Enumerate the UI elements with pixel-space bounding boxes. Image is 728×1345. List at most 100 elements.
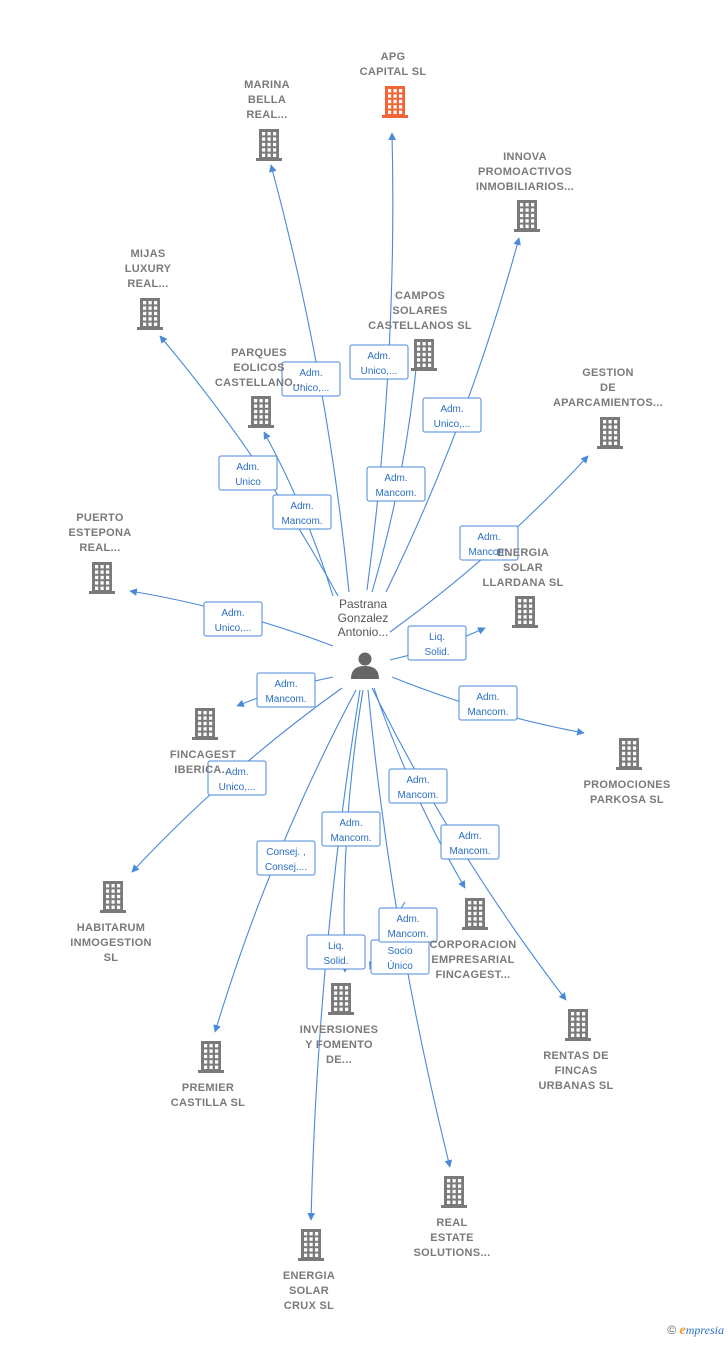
edge-label-parkosa[interactable]: Adm.Mancom. — [458, 685, 518, 721]
edge-label-text: Adm. — [477, 532, 500, 543]
building-icon — [137, 298, 163, 330]
edge-label-campos[interactable]: Adm.Mancom. — [366, 466, 426, 502]
edge-label-text: Solid. — [323, 956, 348, 967]
edge-label-premier[interactable]: Consej. , Consej.... — [256, 840, 316, 876]
company-name-line: CASTELLANOS SL — [368, 320, 472, 332]
building-icon — [565, 1009, 591, 1041]
center-label-line-1: Pastrana — [339, 597, 387, 611]
company-node-fincagest_iberica[interactable]: FINCAGESTIBERICA... — [170, 708, 236, 776]
edge-label-text: Adm. — [225, 767, 248, 778]
edge-labels-layer: Adm.Unico,...Adm.Unico,...Adm.Unico,...A… — [203, 344, 519, 975]
edge-label-text: Mancom. — [375, 488, 416, 499]
company-name-line: LLARDANA SL — [482, 577, 563, 589]
company-name-line: IBERICA... — [174, 764, 231, 776]
company-name-line: EOLICOS — [233, 362, 285, 374]
company-name-line: PREMIER — [182, 1082, 234, 1094]
edge-label-habitarum[interactable]: Adm. Unico,... — [207, 760, 267, 796]
edge-label-fincagest_iberica[interactable]: Adm.Mancom. — [256, 672, 316, 708]
edge-label-corporacion[interactable]: Adm.Mancom. — [388, 768, 448, 804]
edge-label-box — [272, 494, 332, 530]
company-name-line: FINCAS — [555, 1065, 598, 1077]
company-name-line: DE — [600, 382, 616, 394]
company-node-apg[interactable]: APG CAPITAL SL — [360, 51, 427, 118]
building-icon — [248, 396, 274, 428]
copyright-symbol: © — [667, 1323, 677, 1337]
building-icon — [597, 417, 623, 449]
edge-label-box — [378, 907, 438, 943]
company-node-real_estate[interactable]: REALESTATESOLUTIONS... — [414, 1176, 491, 1259]
company-name-line: Y FOMENTO — [305, 1039, 373, 1051]
edge-label-gestion[interactable]: Adm. Mancom. — [459, 525, 519, 561]
company-name-line: INMOGESTION — [70, 937, 152, 949]
company-name-line: ENERGIA — [497, 547, 549, 559]
building-icon — [256, 129, 282, 161]
company-name-line: PROMOACTIVOS — [478, 166, 572, 178]
edge-label-inversiones[interactable]: Adm.Mancom. — [321, 811, 381, 847]
edge-label-text: Unico,... — [219, 782, 256, 793]
company-name-line: HABITARUM — [77, 922, 146, 934]
company-name-line: PUERTO — [76, 512, 124, 524]
company-name-line: APG — [381, 51, 406, 63]
building-icon — [328, 983, 354, 1015]
edge-label-llardana[interactable]: Liq.Solid. — [407, 625, 467, 661]
edge-label-text: Liq. — [328, 941, 344, 952]
edge-label-text: Consej. , — [266, 847, 305, 858]
edge-label-text: Mancom. — [397, 790, 438, 801]
company-node-marina[interactable]: MARINABELLAREAL... — [244, 79, 290, 161]
edge-label-marina[interactable]: Adm. Unico,... — [281, 361, 341, 397]
edge-label-box — [218, 455, 278, 491]
building-icon — [616, 738, 642, 770]
edge-label-innova[interactable]: Adm.Unico,... — [422, 397, 482, 433]
center-person-node[interactable]: Pastrana Gonzalez Antonio... — [338, 597, 389, 679]
edge-label-text: Adm. — [440, 404, 463, 415]
company-node-gestion[interactable]: GESTIONDEAPARCAMIENTOS... — [553, 367, 663, 449]
company-name-line: REAL... — [127, 278, 168, 290]
building-icon — [512, 596, 538, 628]
edge-label-text: Único — [387, 959, 413, 972]
company-node-corporacion[interactable]: CORPORACIONEMPRESARIALFINCAGEST... — [429, 898, 516, 981]
company-name-line: LUXURY — [125, 263, 172, 275]
edge-label-box — [281, 361, 341, 397]
building-icon — [441, 1176, 467, 1208]
edge-label-real_estate[interactable]: Adm.Mancom. — [378, 907, 438, 943]
company-node-innova[interactable]: INNOVAPROMOACTIVOSINMOBILIARIOS... — [476, 151, 574, 232]
edge-label-mijas[interactable]: Adm.Unico — [218, 455, 278, 491]
company-name-line: EMPRESARIAL — [431, 954, 514, 966]
company-name-line: INNOVA — [503, 151, 547, 163]
edge-label-text: Mancom. — [468, 547, 509, 558]
edge-label-parques[interactable]: Adm.Mancom. — [272, 494, 332, 530]
edge-label-text: Socio — [387, 946, 412, 957]
edge-label-text: Adm. — [236, 462, 259, 473]
edge-label-crux[interactable]: Liq. Solid. — [306, 934, 366, 970]
company-name-line: CAPITAL SL — [360, 66, 427, 78]
edge-label-text: Adm. — [299, 368, 322, 379]
building-icon — [514, 200, 540, 232]
edge-label-puerto[interactable]: Adm.Unico,... — [203, 601, 263, 637]
building-icon — [382, 86, 408, 118]
brand-logo[interactable]: empresia — [679, 1323, 724, 1338]
company-node-puerto[interactable]: PUERTOESTEPONAREAL... — [69, 512, 132, 594]
edge-label-box — [256, 840, 316, 876]
edge-label-text: Mancom. — [467, 707, 508, 718]
edge-label-apg[interactable]: Adm.Unico,... — [349, 344, 409, 380]
edge-label-text: Consej.... — [265, 862, 307, 873]
company-name-line: CAMPOS — [395, 290, 445, 302]
edge-label-box — [203, 601, 263, 637]
edge-label-rentas[interactable]: Adm.Mancom. — [440, 824, 500, 860]
edge-label-text: Adm. — [274, 679, 297, 690]
company-node-parques[interactable]: PARQUESEOLICOSCASTELLANO... — [215, 347, 303, 428]
edge-label-text: Unico,... — [293, 383, 330, 394]
edge-label-box — [321, 811, 381, 847]
company-node-mijas[interactable]: MIJASLUXURYREAL... — [125, 248, 172, 330]
company-name-line: PROMOCIONES — [583, 779, 670, 791]
